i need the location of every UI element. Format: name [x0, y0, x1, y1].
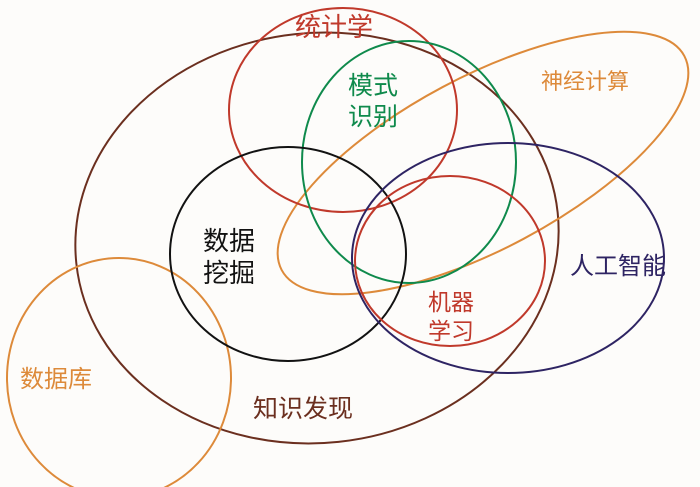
label-statistics: 统计学 [295, 13, 373, 43]
label-pattern-recognition: 模式识别 [348, 71, 398, 131]
label-machine-learning-line-2: 学习 [428, 319, 474, 345]
label-database: 数据库 [20, 365, 92, 393]
venn-shape-layer [6, 7, 690, 487]
venn-circle-data-mining [169, 146, 407, 362]
label-knowledge-discovery: 知识发现 [253, 394, 353, 423]
venn-circle-database [6, 257, 232, 487]
venn-circle-machine-learning [354, 175, 546, 347]
label-machine-learning-line-1: 机器 [428, 290, 474, 316]
venn-circle-statistics [228, 7, 458, 213]
venn-circle-pattern-recognition [301, 40, 517, 284]
label-data-mining-line-2: 挖掘 [203, 259, 255, 289]
label-database-line-1: 数据库 [20, 365, 92, 393]
label-artificial-intelligence-line-1: 人工智能 [570, 252, 666, 280]
venn-circle-artificial-intelligence [351, 142, 665, 374]
venn-circle-knowledge-discovery [74, 31, 560, 445]
label-pattern-recognition-line-2: 识别 [348, 102, 398, 131]
label-data-mining-line-1: 数据 [203, 227, 255, 257]
label-data-mining: 数据挖掘 [203, 227, 255, 289]
label-statistics-line-1: 统计学 [295, 13, 373, 43]
venn-circle-neural-computing [276, 30, 690, 296]
label-machine-learning: 机器学习 [428, 290, 474, 345]
label-neural-computing: 神经计算 [541, 70, 629, 95]
label-pattern-recognition-line-1: 模式 [348, 71, 398, 100]
label-neural-computing-line-1: 神经计算 [541, 70, 629, 95]
label-artificial-intelligence: 人工智能 [570, 252, 666, 280]
label-knowledge-discovery-line-1: 知识发现 [253, 394, 353, 423]
